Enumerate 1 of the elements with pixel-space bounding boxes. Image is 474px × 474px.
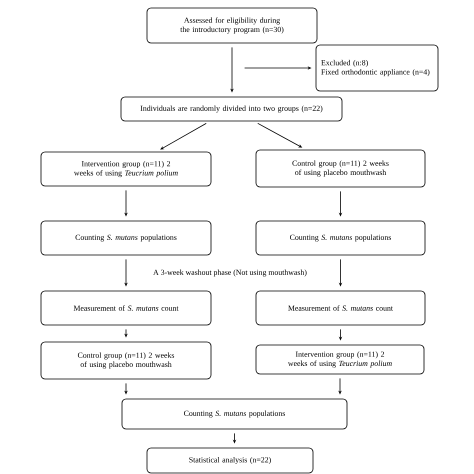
- arrow: [160, 122, 207, 150]
